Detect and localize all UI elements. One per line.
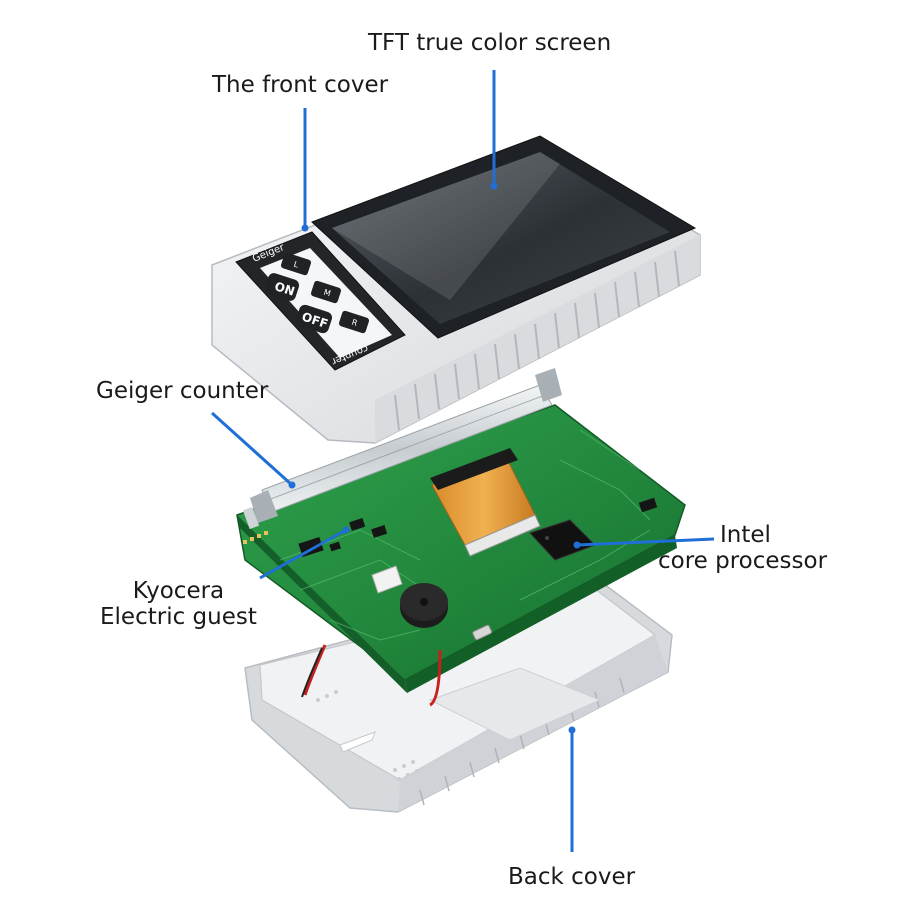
- back-cover: [244, 574, 673, 813]
- svg-text:M: M: [323, 288, 332, 299]
- leader-tft-screen: [490, 70, 498, 190]
- right-key-button[interactable]: R: [338, 310, 370, 334]
- label-back-cover: Back cover: [508, 864, 636, 890]
- leader-back-cover: [568, 726, 576, 852]
- svg-text:ON: ON: [273, 279, 297, 299]
- leader-intel-processor: [573, 537, 715, 549]
- back-cover-vents: [316, 690, 419, 781]
- label-front-cover: The front cover: [212, 72, 389, 98]
- label-kyocera: Kyocera Electric guest: [100, 578, 257, 630]
- circuit-board: [236, 404, 686, 707]
- off-button[interactable]: OFF: [294, 303, 333, 334]
- front-cover-ribs: [394, 250, 680, 431]
- leader-front-cover: [301, 108, 309, 232]
- leader-geiger-counter: [210, 411, 296, 489]
- tft-screen: [332, 152, 670, 324]
- label-intel-processor: Intel core processor: [658, 522, 828, 574]
- tube-end-cap: [250, 368, 562, 523]
- middle-key-button[interactable]: M: [310, 280, 342, 304]
- svg-text:L: L: [293, 260, 301, 270]
- on-button[interactable]: ON: [263, 272, 300, 303]
- geiger-tube: [242, 368, 562, 530]
- label-tft-screen: TFT true color screen: [368, 30, 612, 56]
- svg-text:R: R: [351, 318, 359, 328]
- buzzer: [400, 583, 448, 628]
- left-key-button[interactable]: L: [280, 252, 312, 276]
- label-geiger-counter: Geiger counter: [96, 378, 269, 404]
- leader-kyocera: [259, 526, 350, 580]
- front-cover: Geiger counter ON OFF L M: [211, 135, 701, 444]
- pcb-pins: [243, 531, 268, 544]
- leader-lines: [210, 70, 715, 852]
